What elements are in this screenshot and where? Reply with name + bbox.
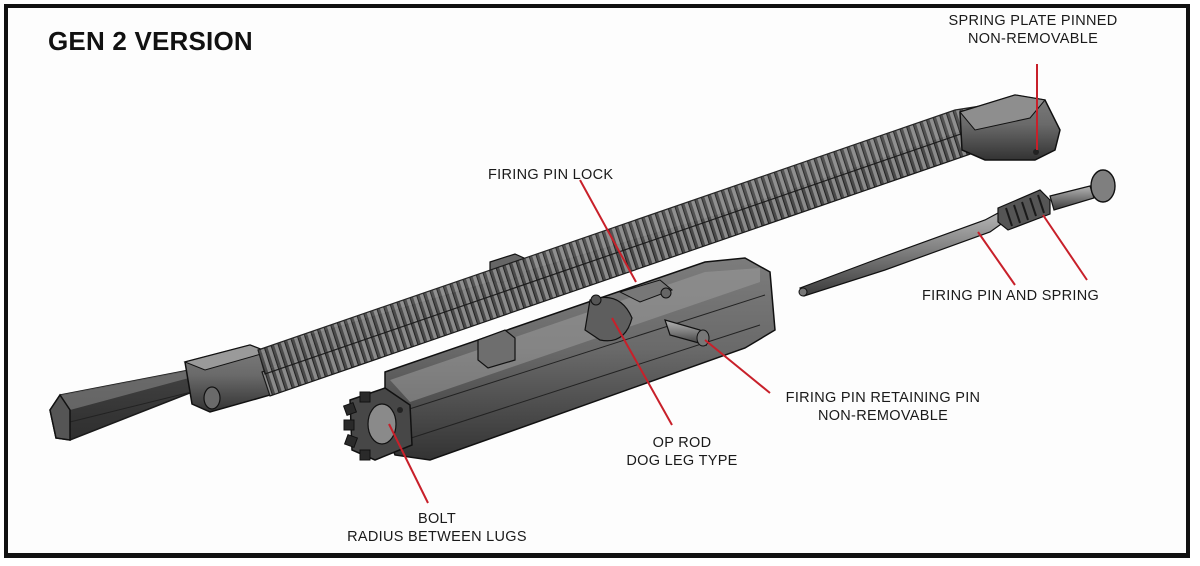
- callout-op-rod: OP ROD DOG LEG TYPE: [612, 434, 752, 470]
- callout-line: DOG LEG TYPE: [626, 453, 738, 469]
- callout-line: NON-REMOVABLE: [967, 31, 1099, 47]
- leader-firing-pin-lock: [579, 179, 637, 283]
- leader-firing-pin-spring: [1042, 214, 1088, 281]
- leader-firing-pin: [977, 231, 1016, 286]
- leader-lines: [388, 64, 1088, 504]
- firing-pin: [798, 169, 1116, 297]
- bolt-head: [342, 387, 413, 461]
- spring-plate: [959, 94, 1061, 161]
- leader-bolt: [388, 423, 429, 504]
- callout-retaining-pin: FIRING PIN RETAINING PIN NON-REMOVABLE: [772, 389, 994, 425]
- callout-line: FIRING PIN RETAINING PIN: [785, 390, 981, 406]
- diagram-title: GEN 2 VERSION: [48, 26, 253, 56]
- callout-line: RADIUS BETWEEN LUGS: [347, 529, 527, 545]
- callout-line: FIRING PIN AND SPRING: [922, 288, 1100, 304]
- callout-line: BOLT: [418, 511, 456, 527]
- callout-firing-pin-and-spring: FIRING PIN AND SPRING: [922, 287, 1099, 305]
- leader-op-rod: [611, 317, 673, 426]
- callout-spring-plate: SPRING PLATE PINNED NON-REMOVABLE: [908, 12, 1158, 48]
- callout-line: NON-REMOVABLE: [817, 408, 949, 424]
- bolt-carrier: [384, 257, 776, 461]
- callout-line: SPRING PLATE PINNED: [948, 13, 1118, 29]
- callout-line: OP ROD: [652, 435, 712, 451]
- leader-retaining-pin: [704, 339, 771, 394]
- callout-line: FIRING PIN LOCK: [488, 167, 614, 183]
- callout-bolt: BOLT RADIUS BETWEEN LUGS: [330, 510, 544, 546]
- callout-firing-pin-lock: FIRING PIN LOCK: [488, 166, 613, 184]
